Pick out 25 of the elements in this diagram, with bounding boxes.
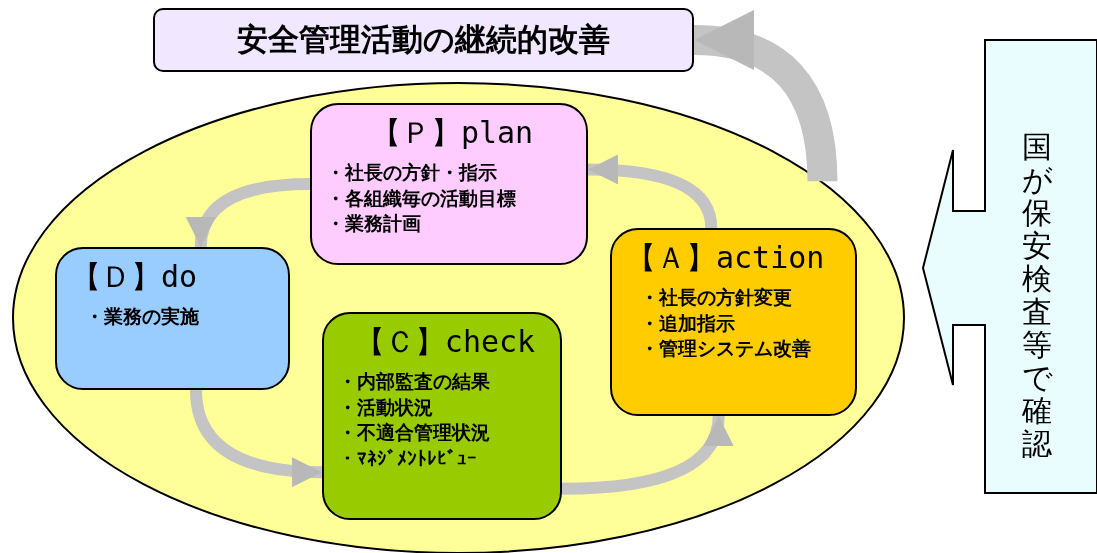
bullet-item: ・各組織毎の活動目標 bbox=[326, 185, 516, 211]
phase-heading: 【Ａ】action bbox=[626, 239, 825, 277]
bullet-item: ・内部監査の結果 bbox=[338, 369, 490, 394]
phase-card bbox=[610, 228, 857, 416]
bullet-item: ・管理システム改善 bbox=[639, 336, 811, 362]
phase-card bbox=[310, 103, 588, 265]
bullet-item: ・社長の方針・指示 bbox=[326, 160, 497, 185]
vertical-text: 国が保安検査等で確認 bbox=[1022, 130, 1052, 460]
phase-heading: 【Ｄ】do bbox=[71, 258, 198, 296]
bullet-item: ・業務計画 bbox=[326, 211, 421, 237]
bullet-item: ・業務の実施 bbox=[84, 304, 199, 329]
bullet-item: ・不適合管理状況 bbox=[338, 420, 490, 446]
title-box bbox=[153, 8, 694, 72]
bullet-item: ・追加指示 bbox=[639, 310, 735, 336]
curved-arrow bbox=[190, 389, 323, 487]
bullet-item: ・ﾏﾈｼﾞﾒﾝﾄﾚﾋﾞｭｰ bbox=[338, 445, 477, 471]
phase-heading: 【Ｃ】check bbox=[354, 323, 536, 361]
bullet-item: ・活動状況 bbox=[338, 394, 433, 420]
curved-arrow bbox=[561, 415, 731, 495]
curved-arrow bbox=[188, 178, 311, 248]
phase-card bbox=[322, 312, 562, 520]
phase-heading: 【Ｐ】plan bbox=[370, 114, 534, 152]
phase-card bbox=[55, 247, 290, 390]
bullet-item: ・社長の方針変更 bbox=[639, 285, 792, 310]
title-text: 安全管理活動の継続的改善 bbox=[237, 20, 610, 59]
